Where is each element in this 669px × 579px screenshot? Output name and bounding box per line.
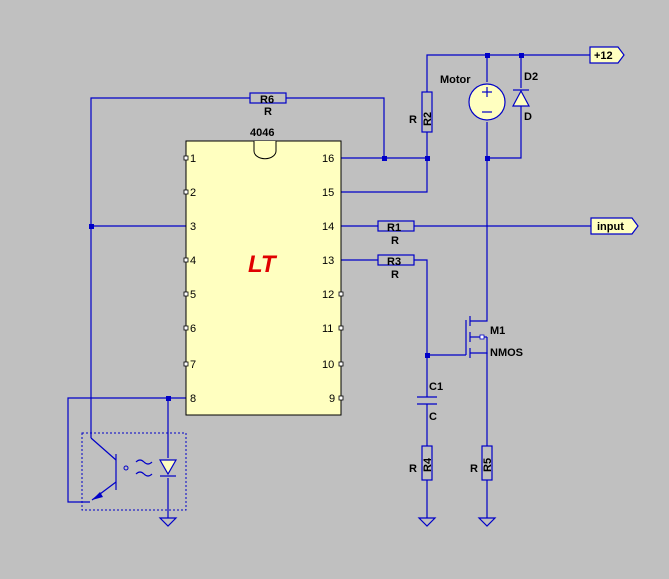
resistor-r2[interactable]: R2 R (409, 91, 434, 133)
supply-label: +12 (594, 50, 613, 62)
r5-value: R (470, 463, 478, 475)
optocoupler[interactable] (81, 432, 187, 511)
motor-label: Motor (440, 74, 471, 86)
d2-ref: D2 (524, 71, 538, 83)
pins-left: 1 2 3 4 5 6 7 8 (183, 153, 196, 405)
pin-label: 4 (190, 255, 196, 267)
pin-label: 6 (190, 323, 196, 335)
pin-label: 10 (322, 359, 334, 371)
wires (67, 54, 591, 518)
junctions (89, 53, 524, 401)
resistor-r4[interactable]: R4 R (409, 445, 434, 481)
capacitor-c1[interactable]: C1 C (417, 381, 443, 423)
pin-label: 9 (329, 393, 335, 405)
pin-label: 2 (190, 187, 196, 199)
resistor-r6[interactable]: R6 R (249, 92, 287, 118)
input-label: input (597, 221, 624, 233)
diode-d2[interactable]: D2 D (512, 71, 538, 123)
ground-symbols (158, 517, 497, 527)
r6-ref: R6 (260, 94, 274, 106)
r3-ref: R3 (387, 256, 401, 268)
pin-label: 7 (190, 359, 196, 371)
pins-right: 16 15 14 13 12 11 10 9 (322, 153, 344, 405)
pin-label: 11 (322, 323, 333, 335)
pin-label: 12 (322, 289, 334, 301)
d2-value: D (524, 111, 532, 123)
r3-value: R (391, 269, 399, 281)
pin-label: 8 (190, 393, 196, 405)
r4-value: R (409, 463, 417, 475)
port-supply[interactable]: +12 (589, 46, 625, 64)
r6-value: R (264, 106, 272, 118)
resistor-r1[interactable]: R1 R (377, 220, 415, 247)
r2-ref: R2 (422, 112, 434, 126)
resistor-r3[interactable]: R3 R (377, 254, 415, 281)
motor[interactable]: Motor (440, 74, 506, 121)
r1-value: R (391, 235, 399, 247)
pin-label: 15 (322, 187, 334, 199)
pin-label: 16 (322, 153, 334, 165)
r4-ref: R4 (422, 457, 434, 472)
m1-ref: M1 (490, 325, 505, 337)
pin-label: 13 (322, 255, 334, 267)
pin-label: 3 (190, 221, 196, 233)
port-input[interactable]: input (590, 217, 639, 235)
r1-ref: R1 (387, 222, 401, 234)
mosfet-m1[interactable]: M1 NMOS (465, 312, 523, 359)
ic-name: 4046 (250, 127, 274, 139)
c1-value: C (429, 411, 437, 423)
pin-label: 1 (190, 153, 196, 165)
pin-label: 5 (190, 289, 196, 301)
m1-value: NMOS (490, 347, 523, 359)
r2-value: R (409, 114, 417, 126)
lt-logo: LT (248, 251, 278, 278)
r5-ref: R5 (482, 458, 494, 472)
resistor-r5[interactable]: R5 R (470, 445, 494, 481)
c1-ref: C1 (429, 381, 443, 393)
pin-label: 14 (322, 221, 334, 233)
ic-4046[interactable]: 4046 LT (185, 127, 342, 416)
